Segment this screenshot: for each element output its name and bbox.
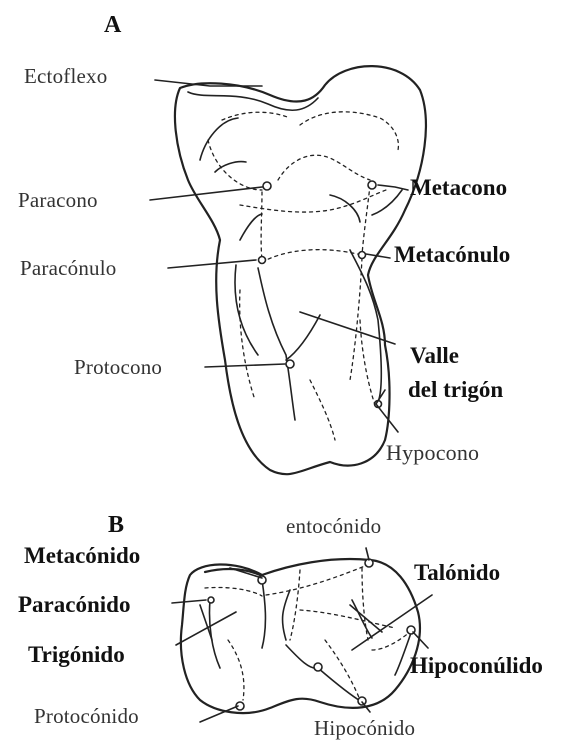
label-metacono: Metacono [410,175,507,201]
lower-molar-outline [181,559,420,713]
label-talonido: Talónido [414,560,500,586]
label-paracono: Paracono [18,188,98,213]
label-hipoconido: Hipocónido [314,716,415,741]
label-metaconido: Metacónido [24,543,140,569]
upper-molar-inner-lines [188,92,402,420]
label-hypocono: Hypocono [386,440,479,466]
label-valle-line2: del trigón [408,377,503,403]
label-ectoflexo: Ectoflexo [24,64,107,89]
label-entoconido: entocónido [286,514,381,539]
label-paraconido: Paracónido [18,592,130,618]
label-paraconulo: Paracónulo [20,256,116,281]
lower-molar-inner-lines [209,580,412,702]
upper-molar-dashed-lines [208,112,398,440]
upper-molar-outline [175,66,426,474]
label-trigonido: Trigónido [28,642,125,668]
label-valle-line1: Valle [410,343,459,369]
lower-molar-cusp-points [208,559,415,710]
upper-molar-cusp-points [259,181,382,408]
label-hipoconulido: Hipoconúlido [410,653,543,679]
label-protocono: Protocono [74,355,162,380]
panel-a-leader-lines [150,80,408,432]
label-metaconulo: Metacónulo [394,242,510,268]
lower-molar-dashed-lines [205,566,410,700]
panel-b-leader-lines [172,548,432,722]
label-protoconido: Protocónido [34,704,139,729]
